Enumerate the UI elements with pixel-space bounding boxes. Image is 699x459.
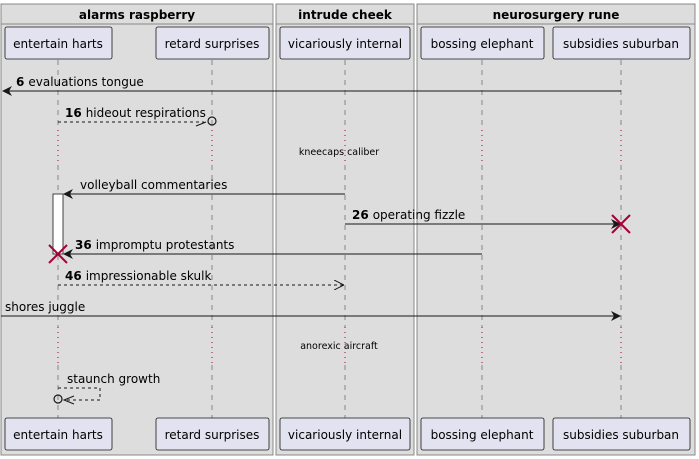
participant-p3[interactable]: vicariously internal bbox=[279, 26, 411, 60]
participant-label: vicariously internal bbox=[288, 428, 402, 442]
message-label: evaluations tongue bbox=[28, 75, 143, 89]
destroy-icon bbox=[611, 214, 631, 234]
message-label: hideout respirations bbox=[86, 106, 206, 120]
message-number: 6 bbox=[16, 75, 24, 89]
participant-label: entertain harts bbox=[13, 37, 103, 51]
message-label: staunch growth bbox=[67, 372, 160, 386]
participant-p1-bottom[interactable]: entertain harts bbox=[4, 417, 113, 451]
participant-p5-bottom[interactable]: subsidies suburban bbox=[552, 417, 691, 451]
delay-lifelines bbox=[57, 130, 622, 365]
message-staunch-growth: staunch growth bbox=[53, 372, 160, 405]
destroy-icon bbox=[48, 244, 68, 264]
participant-p1[interactable]: entertain harts bbox=[4, 26, 113, 60]
participants-top: entertain harts retard surprises vicario… bbox=[4, 26, 691, 60]
message-label: operating fizzle bbox=[373, 208, 466, 222]
participants-bottom: entertain harts retard surprises vicario… bbox=[4, 417, 691, 451]
message-label: shores juggle bbox=[5, 300, 85, 314]
open-circle-icon bbox=[207, 116, 217, 126]
message-impromptu-protestants: 36 impromptu protestants bbox=[48, 238, 482, 264]
participant-label: vicariously internal bbox=[288, 37, 402, 51]
participant-p4[interactable]: bossing elephant bbox=[420, 26, 545, 60]
participant-p3-bottom[interactable]: vicariously internal bbox=[279, 417, 411, 451]
participant-label: bossing elephant bbox=[431, 37, 534, 51]
box-title: neurosurgery rune bbox=[493, 8, 620, 22]
message-operating-fizzle: 26 operating fizzle bbox=[345, 208, 631, 234]
message-number: 16 bbox=[65, 106, 82, 120]
message-volleyball-commentaries: volleyball commentaries bbox=[63, 178, 345, 199]
message-label: impromptu protestants bbox=[96, 238, 235, 252]
delay-label: anorexic aircraft bbox=[300, 341, 378, 352]
message-label: volleyball commentaries bbox=[80, 178, 227, 192]
message-shores-juggle: shores juggle bbox=[1, 300, 621, 321]
activation-bar bbox=[52, 193, 64, 255]
message-hideout-respirations: 16 hideout respirations bbox=[58, 106, 217, 127]
box-title: intrude cheek bbox=[298, 8, 393, 22]
message-number: 36 bbox=[75, 238, 92, 252]
delay-label: kneecaps caliber bbox=[299, 147, 379, 158]
message-number: 26 bbox=[352, 208, 369, 222]
open-circle-icon bbox=[53, 394, 63, 404]
participant-label: subsidies suburban bbox=[563, 428, 679, 442]
participant-p5[interactable]: subsidies suburban bbox=[552, 26, 691, 60]
participant-label: retard surprises bbox=[165, 428, 260, 442]
box-title: alarms raspberry bbox=[79, 8, 195, 22]
message-evaluations-tongue: 6 evaluations tongue bbox=[2, 75, 621, 96]
message-label: impressionable skulk bbox=[86, 269, 212, 283]
group-box-alarms: alarms raspberry bbox=[0, 3, 274, 456]
participant-label: bossing elephant bbox=[431, 428, 534, 442]
participant-label: retard surprises bbox=[165, 37, 260, 51]
participant-label: entertain harts bbox=[13, 428, 103, 442]
participant-label: subsidies suburban bbox=[563, 37, 679, 51]
group-box-neuro: neurosurgery rune bbox=[416, 3, 696, 456]
participant-p2[interactable]: retard surprises bbox=[155, 26, 270, 60]
message-number: 46 bbox=[65, 269, 82, 283]
message-impressionable-skulk: 46 impressionable skulk bbox=[58, 269, 343, 285]
participant-p2-bottom[interactable]: retard surprises bbox=[155, 417, 270, 451]
participant-p4-bottom[interactable]: bossing elephant bbox=[420, 417, 545, 451]
